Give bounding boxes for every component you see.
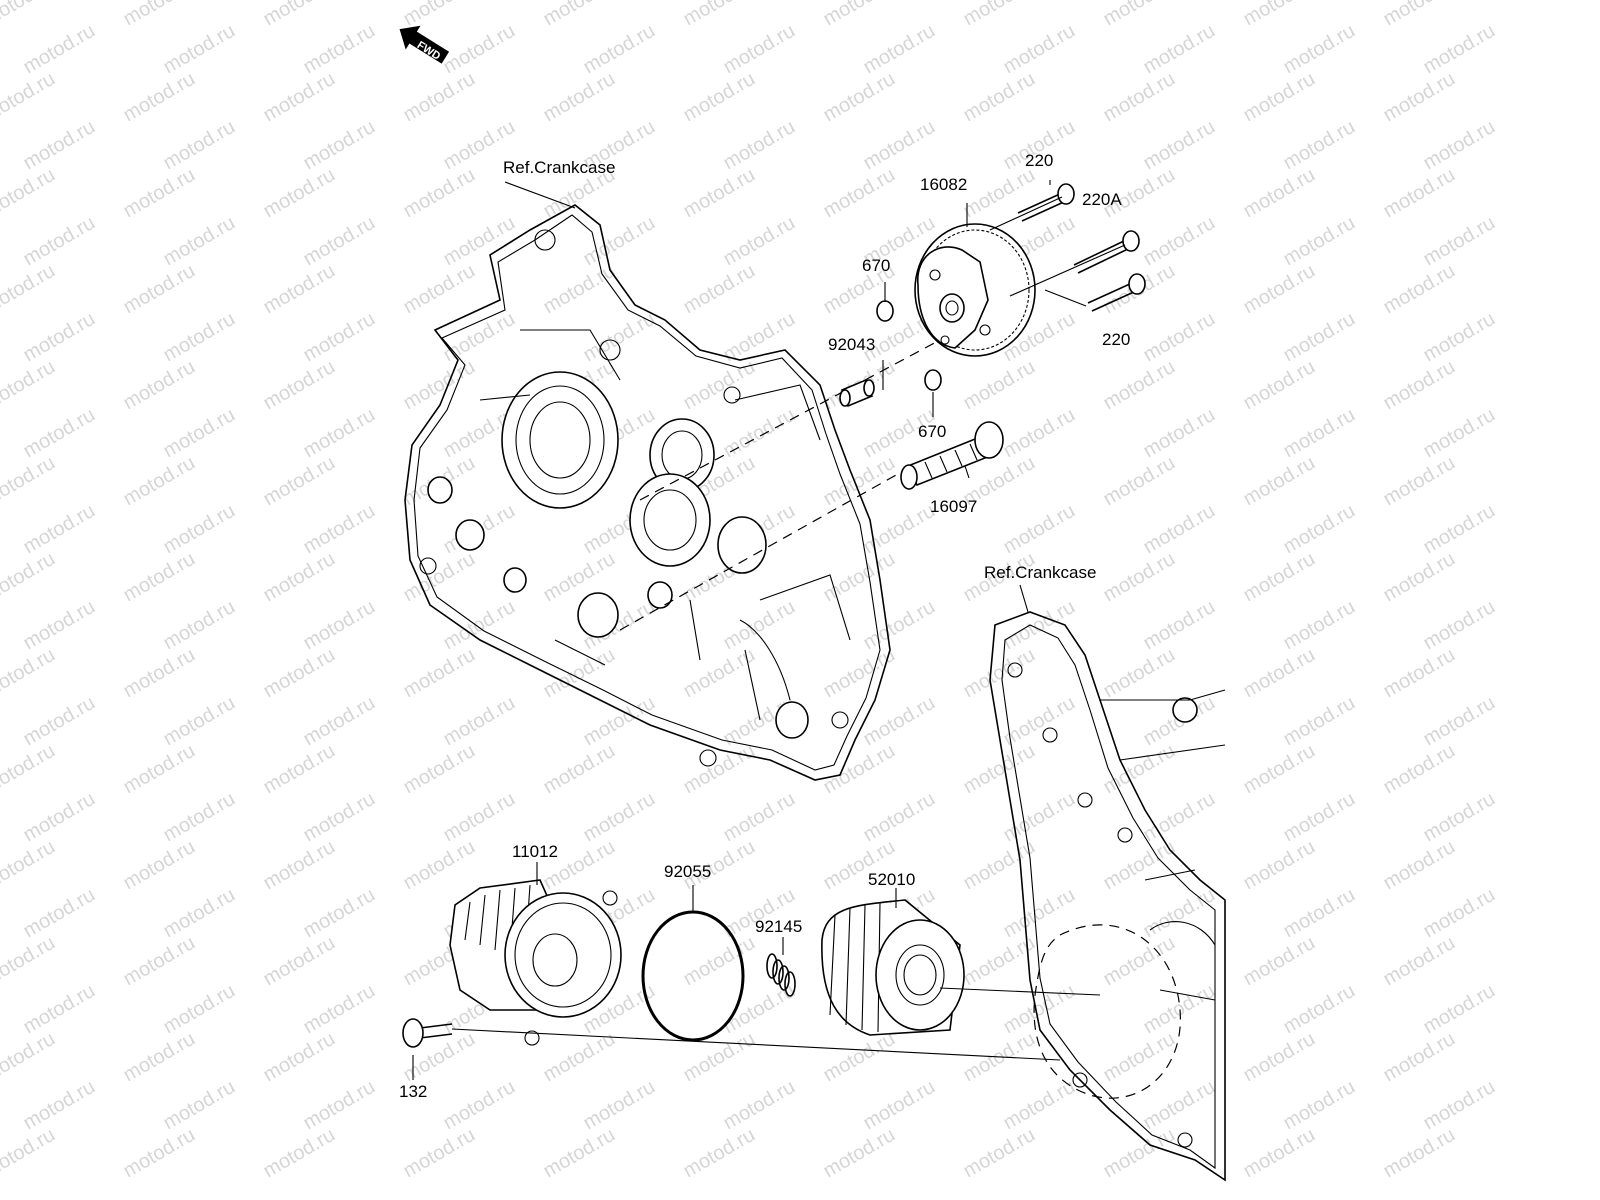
part-callout-92145: 92145 bbox=[755, 917, 803, 936]
lower-crankcase-drawing bbox=[989, 611, 1226, 1182]
bolt-220A-drawing bbox=[1073, 230, 1140, 274]
spring-92145-drawing bbox=[766, 953, 796, 997]
bolt-220-upper-drawing bbox=[1017, 183, 1075, 222]
oil-pump-gear-drawing bbox=[914, 223, 1036, 357]
part-callout-220A: 220A bbox=[1082, 190, 1122, 209]
ref-crankcase-label: Ref.Crankcase bbox=[503, 158, 616, 177]
part-callout-132: 132 bbox=[399, 1082, 428, 1101]
assembly-line bbox=[939, 987, 1101, 996]
oil-filter-cover-11012-drawing bbox=[449, 879, 622, 1046]
leader-line bbox=[882, 180, 1051, 479]
strainer-16097-drawing bbox=[900, 421, 1004, 490]
assembly-line bbox=[639, 339, 941, 501]
oil-filter-52010-drawing bbox=[821, 899, 965, 1036]
leader-line bbox=[412, 181, 1029, 1080]
o-ring-92055-drawing bbox=[641, 910, 745, 1042]
assembly-line bbox=[451, 1028, 1061, 1061]
ref-crankcase-label: Ref.Crankcase bbox=[984, 563, 1097, 582]
upper-crankcase-drawing bbox=[404, 204, 891, 781]
assembly-line bbox=[619, 469, 906, 631]
part-callout-92055: 92055 bbox=[664, 862, 712, 881]
part-callout-16097: 16097 bbox=[930, 497, 978, 516]
part-callout-92043: 92043 bbox=[828, 335, 876, 354]
part-callout-16082: 16082 bbox=[920, 175, 968, 194]
bolt-220-lower-drawing bbox=[1087, 273, 1146, 312]
pin-92043-drawing bbox=[839, 378, 875, 408]
part-callout-11012: 11012 bbox=[512, 842, 559, 861]
part-callout-220: 220 bbox=[1025, 151, 1054, 170]
part-callout-670: 670 bbox=[862, 256, 891, 275]
forward-arrow-icon bbox=[399, 25, 450, 64]
o-ring-670-lower-drawing bbox=[924, 369, 942, 391]
bolt-axis-line bbox=[989, 196, 1126, 307]
part-callout-220: 220 bbox=[1102, 330, 1131, 349]
part-callout-670: 670 bbox=[918, 422, 947, 441]
o-ring-670-upper-drawing bbox=[876, 300, 894, 322]
bolt-132-drawing bbox=[402, 1018, 453, 1048]
part-callout-52010: 52010 bbox=[868, 870, 916, 889]
